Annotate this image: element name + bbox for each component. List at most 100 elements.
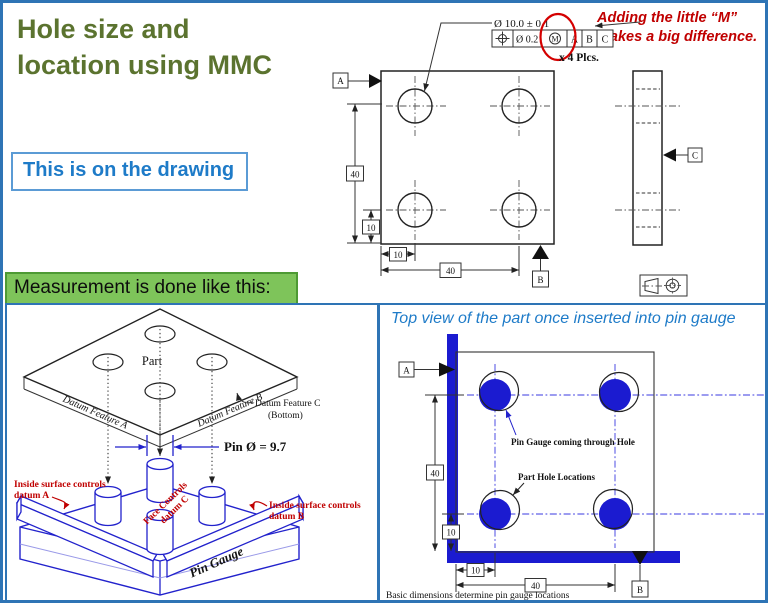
holes (397, 88, 537, 228)
gauge-rail-left (16, 493, 158, 578)
basic-dims-footnote: Basic dimensions determine pin gauge loc… (386, 591, 570, 601)
datum-triangle (632, 551, 648, 565)
fcf-datum-c: C (602, 35, 609, 46)
pin-right (198, 485, 226, 527)
dim-vertical-40: 40 (346, 103, 382, 244)
datum-a-flag: A (398, 361, 455, 378)
mmc-annotation-line2: makes a big difference. (597, 29, 758, 45)
svg-text:Pin Gauge coming through Hole: Pin Gauge coming through Hole (511, 437, 635, 447)
pin-callout: Pin Gauge coming through Hole (505, 409, 635, 447)
dim-value: 40 (351, 170, 361, 180)
top-view-heading: Top view of the part once inserted into … (391, 310, 736, 327)
pins-through-holes (478, 370, 640, 531)
svg-text:datum A: datum A (14, 491, 49, 501)
pin-left (94, 485, 122, 527)
svg-text:40: 40 (531, 581, 541, 591)
hole-top-right (598, 371, 640, 413)
side-view: C (615, 70, 703, 246)
dim-vertical-10: 10 (362, 209, 381, 243)
page-title-line2: location using MMC (17, 50, 272, 80)
gauge-rail-horizontal (447, 551, 680, 563)
red-highlight-circle (539, 12, 577, 62)
mmc-annotation-line1: Adding the little “M” (597, 10, 738, 26)
svg-text:B: B (637, 585, 643, 595)
pin-back (146, 457, 174, 504)
hole-centerlines (386, 76, 550, 240)
iso-part-plate: Part Datum Feature A Datum Feature B Dat… (22, 308, 320, 448)
datum-c-note-line2: (Bottom) (268, 410, 303, 421)
datum-c-flag: C (663, 147, 703, 163)
pin-diameter-text: Pin Ø = 9.7 (224, 439, 287, 454)
pin-bottom-right (599, 498, 631, 530)
measurement-note-bar: Measurement is done like this: (5, 272, 298, 305)
svg-text:Part Hole Locations: Part Hole Locations (518, 472, 595, 482)
mmc-modifier-icon: M (549, 32, 561, 45)
dim-horizontal-40: 40 (456, 564, 616, 593)
hole-callout: Part Hole Locations (512, 472, 595, 496)
svg-text:10: 10 (447, 528, 457, 538)
dim-value: 10 (394, 250, 404, 260)
pin-bottom-left (479, 498, 511, 530)
datum-c-label: C (692, 151, 698, 161)
gauge-rail-right (162, 493, 304, 578)
dim-value: 40 (446, 266, 456, 276)
feature-control-frame-callout: Ø 10.0 ± 0.1 Ø 0.2 M A B C x 4 Plcs. (423, 12, 641, 92)
svg-text:datum B: datum B (269, 512, 305, 522)
front-view: A B 40 10 (332, 70, 555, 288)
datum-b-label: B (537, 275, 543, 285)
drawing-note-box: This is on the drawing (11, 152, 249, 191)
hole-top-right (501, 88, 537, 124)
fcf-datum-b: B (586, 35, 593, 46)
dim-horizontal-10: 10 (380, 243, 416, 262)
hole-bottom-right (592, 488, 634, 530)
datum-c-note-line1: Datum Feature C (255, 399, 320, 409)
hole-bottom-right (501, 192, 537, 228)
datum-triangle (439, 362, 455, 377)
third-angle-projection-icon (639, 274, 688, 297)
pin-top-right (599, 379, 631, 411)
position-symbol-icon (495, 31, 510, 46)
datum-triangle (663, 148, 676, 162)
svg-text:10: 10 (471, 566, 481, 576)
annotation-arrow (594, 21, 641, 29)
pin-diameter-dim: Pin Ø = 9.7 (115, 435, 287, 456)
datum-triangle (532, 245, 549, 259)
isometric-gauge-view: Part Datum Feature A Datum Feature B Dat… (14, 308, 361, 596)
datum-c-arrow (236, 392, 254, 404)
leader-line (423, 22, 492, 92)
gauge-rail-vertical (447, 334, 458, 563)
dim-horizontal-40: 40 (380, 246, 520, 278)
projection-lines (105, 343, 215, 507)
svg-text:40: 40 (431, 469, 441, 479)
datum-triangle (369, 74, 382, 88)
hole-size-text: Ø 10.0 ± 0.1 (494, 18, 549, 30)
datum-b-flag: B (631, 551, 649, 598)
page-title-line1: Hole size and (17, 14, 190, 44)
gauge-top-view: Pin Gauge coming through Hole Part Hole … (386, 334, 765, 601)
datum-b-control-note: Inside surface controls datum B (249, 501, 361, 522)
hole-top-left (478, 370, 520, 412)
datum-a-flag: A (332, 72, 382, 89)
pin-front (146, 508, 174, 556)
svg-text:Inside surface controls: Inside surface controls (14, 480, 106, 490)
datum-a-label: A (337, 76, 344, 86)
mmc-modifier-letter: M (551, 35, 558, 44)
hole-bottom-left (479, 489, 521, 531)
datum-a-control-note: Inside surface controls datum A (14, 480, 106, 510)
dim-horizontal-10: 10 (455, 553, 496, 592)
gauge-pins (94, 457, 226, 556)
svg-text:Inside surface controls: Inside surface controls (269, 501, 361, 511)
part-outline (455, 351, 655, 553)
datum-b-flag: B (532, 245, 549, 288)
engineering-drawing: A B 40 10 (332, 12, 703, 297)
svg-text:A: A (403, 366, 410, 376)
mmc-annotation: Adding the little “M” makes a big differ… (597, 9, 765, 47)
tolerance-text: Ø 0.2 (516, 35, 538, 46)
page-title: Hole size and location using MMC (17, 11, 357, 83)
part-label: Part (142, 354, 163, 368)
dim-vertical-40: 40 (425, 394, 464, 551)
pin-top-left (479, 379, 511, 411)
hole-top-left (397, 88, 433, 124)
places-text: x 4 Plcs. (559, 52, 599, 64)
